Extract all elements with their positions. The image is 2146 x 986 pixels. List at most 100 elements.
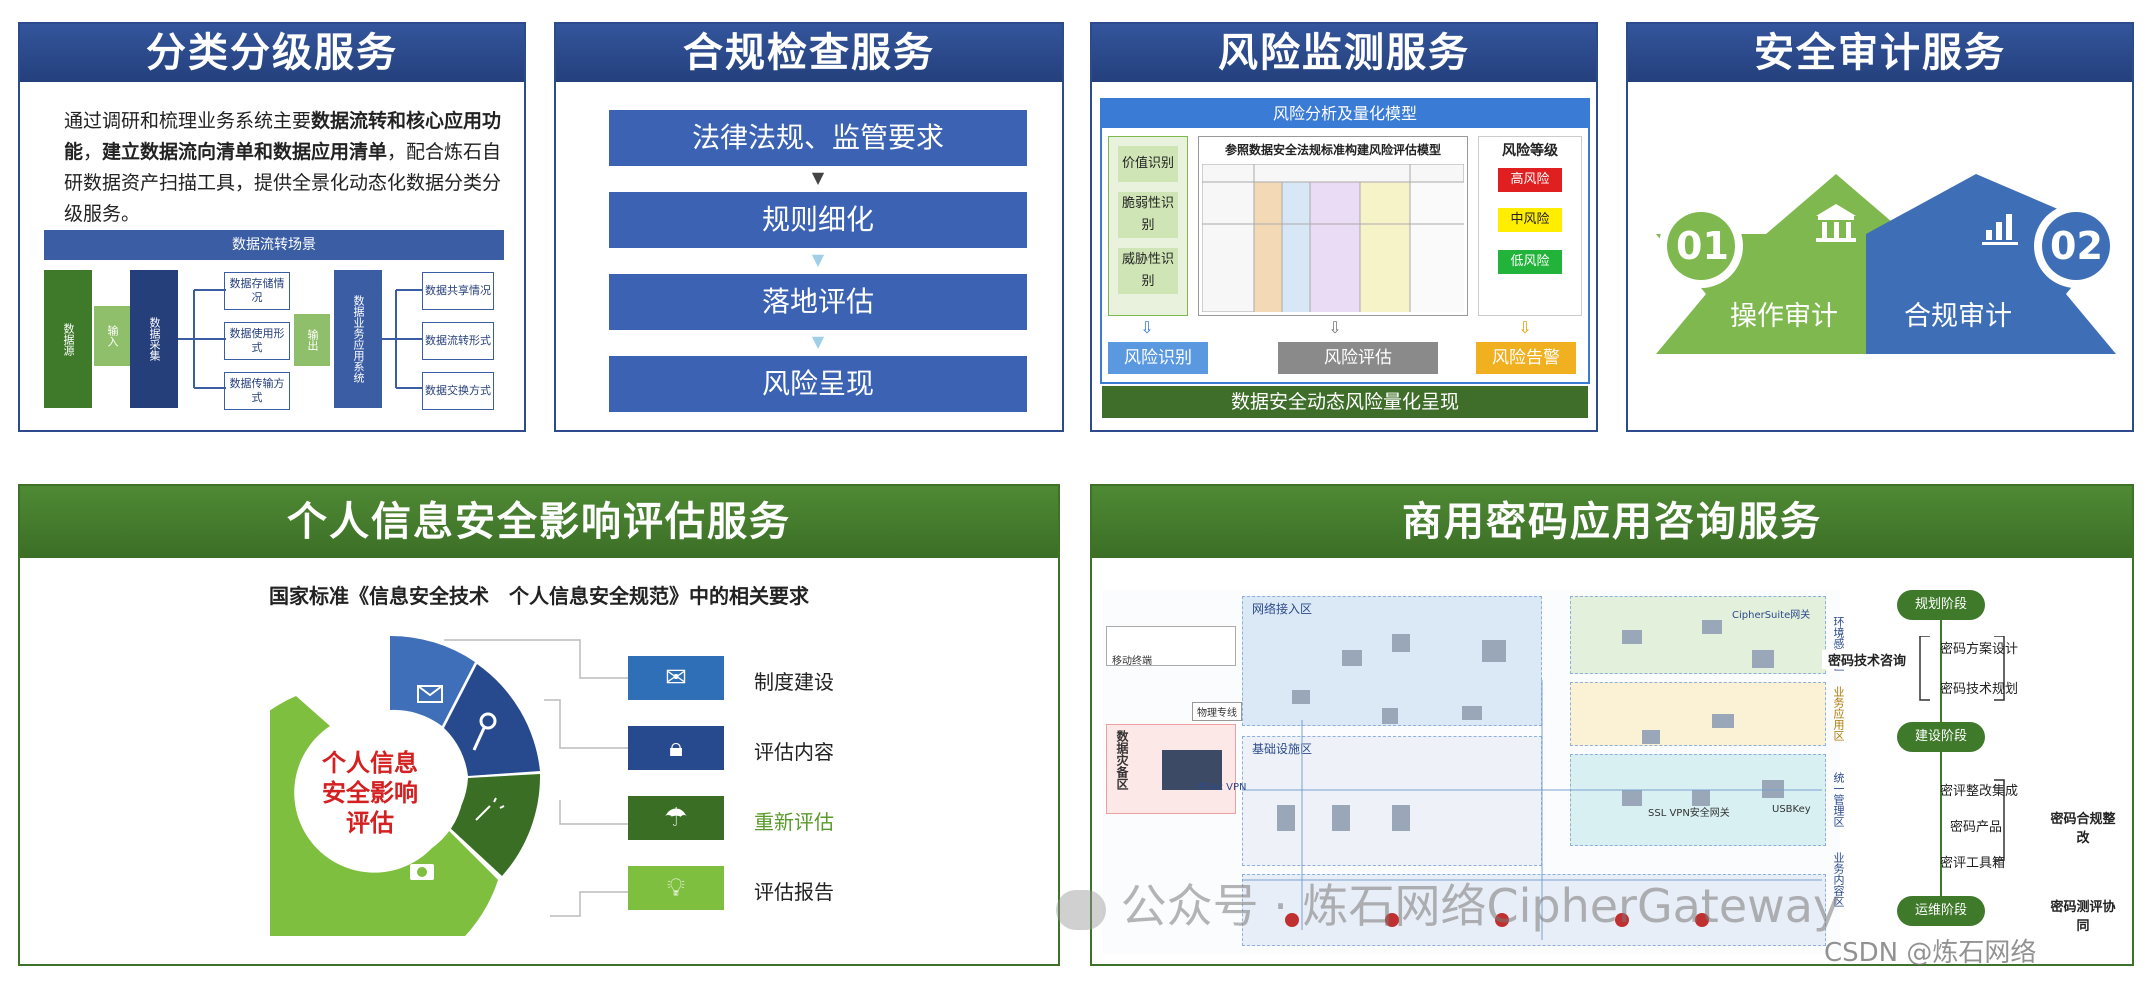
collect-box: 数据采集 bbox=[130, 270, 178, 408]
risk-alert: 风险告警 bbox=[1476, 342, 1576, 374]
input-arrow: 输入 bbox=[94, 306, 130, 366]
panel-title: 合规检查服务 bbox=[556, 24, 1062, 82]
risk-model-title: 风险分析及量化模型 bbox=[1102, 100, 1588, 128]
wechat-icon bbox=[1056, 889, 1106, 930]
zone-content bbox=[1242, 874, 1826, 946]
down-arrow-icon: ▼ bbox=[811, 250, 825, 269]
left-item-1: 数据存储情况 bbox=[224, 272, 290, 310]
zone-infra-label: 基础设施区 bbox=[1252, 742, 1313, 756]
levels-box bbox=[1478, 136, 1582, 316]
envelope-icon: ✉ bbox=[628, 656, 724, 700]
value-identify: 价值识别 bbox=[1118, 146, 1178, 182]
data-source-box: 数据源 bbox=[44, 270, 92, 408]
pia-item-3: 重新评估 bbox=[754, 810, 834, 834]
panel-title: 风险监测服务 bbox=[1092, 24, 1596, 82]
operation-audit: 操作审计 bbox=[1730, 301, 1838, 332]
risk-assess: 风险评估 bbox=[1278, 342, 1438, 374]
down-arrow-icon: ⇩ bbox=[1328, 318, 1342, 337]
risk-identify: 风险识别 bbox=[1108, 342, 1208, 374]
right-item-2: 数据流转形式 bbox=[422, 322, 494, 360]
ciphersuite-label: CipherSuite网关 bbox=[1732, 610, 1811, 621]
compliance-panel: 合规检查服务 法律法规、监管要求 ▼ 规则细化 ▼ 落地评估 ▼ 风险呈现 bbox=[554, 22, 1064, 432]
panel-title: 安全审计服务 bbox=[1628, 24, 2132, 82]
risk-model-frame bbox=[1100, 98, 1590, 384]
zone-content-label: 业务内容区 bbox=[1832, 852, 1845, 907]
compliance-step-3: 落地评估 bbox=[609, 274, 1027, 330]
usbkey-label: USBKey bbox=[1772, 804, 1811, 815]
zone-manage-label: 统一管理区 bbox=[1832, 772, 1845, 827]
zone-business bbox=[1570, 682, 1826, 746]
left-item-2: 数据使用形式 bbox=[224, 322, 290, 360]
output-arrow: 输出 bbox=[294, 314, 330, 366]
wechat-watermark-text: 公众号 · 炼石网络CipherGateway bbox=[1120, 879, 1841, 933]
level-medium: 中风险 bbox=[1498, 208, 1562, 232]
pia-connector-lines bbox=[444, 639, 630, 917]
stage-planning: 规划阶段 bbox=[1897, 590, 1985, 620]
stage2-side: 密码合规整改 bbox=[2050, 812, 2116, 846]
panel-title: 商用密码应用咨询服务 bbox=[1092, 486, 2132, 558]
pia-panel: 个人信息安全影响评估服务 国家标准《信息安全技术 个人信息安全规范》中的相关要求… bbox=[18, 484, 1060, 966]
zone-env bbox=[1570, 596, 1826, 674]
compliance-step-2: 规则细化 bbox=[609, 192, 1027, 248]
compliance-step-4: 风险呈现 bbox=[609, 356, 1027, 412]
vulnerability-identify: 脆弱性识别 bbox=[1118, 192, 1178, 238]
audit-diagram bbox=[1656, 174, 2116, 354]
mobile-terminal-label: 移动终端 bbox=[1112, 656, 1152, 667]
panel-title: 个人信息安全影响评估服务 bbox=[20, 486, 1058, 558]
levels-title: 风险等级 bbox=[1502, 143, 1558, 159]
intro-text: ， bbox=[83, 141, 103, 163]
stage-building: 建设阶段 bbox=[1897, 722, 1985, 752]
panel-title: 分类分级服务 bbox=[20, 24, 524, 82]
pia-ring-chart bbox=[270, 635, 541, 936]
stage-brackets bbox=[1994, 636, 2005, 861]
flow-title: 数据流转场景 bbox=[44, 230, 504, 260]
data-backup-label: 数据灾备区 bbox=[1115, 730, 1129, 790]
wechat-watermark: 公众号 · 炼石网络CipherGateway bbox=[1056, 870, 1840, 936]
pia-item-4: 评估报告 bbox=[754, 880, 834, 904]
risk-footer: 数据安全动态风险量化呈现 bbox=[1102, 386, 1588, 418]
network-devices bbox=[1162, 620, 1822, 940]
zone-access-label: 网络接入区 bbox=[1252, 602, 1313, 616]
pia-center-label: 个人信息安全影响评估 bbox=[322, 749, 418, 837]
down-arrow-icon: ⇩ bbox=[1140, 318, 1154, 337]
intro-text: ，配合炼石自研数据资产扫描工具，提供全景化动态化数据分类分级服务。 bbox=[64, 141, 502, 225]
level-high: 高风险 bbox=[1498, 168, 1562, 192]
zone-business-label: 业务应用区 bbox=[1832, 686, 1845, 741]
model-table-grid bbox=[1202, 164, 1464, 312]
audit-number-1: 01 bbox=[1676, 224, 1729, 268]
right-item-1: 数据共享情况 bbox=[422, 272, 494, 310]
pia-subtitle: 国家标准《信息安全技术 个人信息安全规范》中的相关要求 bbox=[269, 584, 809, 608]
connector-lines bbox=[178, 289, 226, 389]
intro-bold: 建立数据流向清单和数据应用清单 bbox=[102, 141, 388, 163]
right-item-3: 数据交换方式 bbox=[422, 372, 494, 410]
intro-text: 通过调研和梳理业务系统主要 bbox=[64, 110, 312, 132]
stage1-item-1: 密码方案设计 bbox=[1940, 642, 2019, 657]
mobile-terminal-box bbox=[1106, 626, 1236, 666]
left-item-3: 数据传输方式 bbox=[224, 372, 290, 410]
csdn-watermark: CSDN @炼石网络 bbox=[1824, 938, 2037, 968]
leased-line-label: 物理专线 bbox=[1192, 702, 1242, 721]
audit-panel: 安全审计服务 01 02 操作审计 合规审计 bbox=[1626, 22, 2134, 432]
stage2-item-2: 密码产品 bbox=[1950, 820, 2003, 835]
stage-brackets-left bbox=[1919, 636, 1930, 701]
compliance-audit: 合规审计 bbox=[1904, 301, 2012, 332]
stage1-side: 密码技术咨询 bbox=[1822, 650, 1912, 669]
intro-bold: 数据流转和核心应用功能 bbox=[64, 110, 502, 163]
stage2-item-1: 密评整改集成 bbox=[1940, 784, 2019, 799]
ssl-label: SSL VPN安全网关 bbox=[1648, 808, 1730, 819]
model-table-title: 参照数据安全法规标准构建风险评估模型 bbox=[1224, 143, 1441, 157]
down-arrow-icon: ▼ bbox=[811, 168, 825, 187]
stage2-item-3: 密评工具箱 bbox=[1940, 856, 2006, 871]
down-arrow-icon: ▼ bbox=[811, 332, 825, 351]
stage-operations: 运维阶段 bbox=[1897, 896, 1985, 926]
umbrella-icon: ☂ bbox=[628, 796, 724, 840]
classify-panel: 分类分级服务 通过调研和梳理业务系统主要数据流转和核心应用功能，建立数据流向清单… bbox=[18, 22, 526, 432]
level-low: 低风险 bbox=[1498, 250, 1562, 274]
down-arrow-icon: ⇩ bbox=[1518, 318, 1532, 337]
zone-access bbox=[1242, 596, 1542, 726]
business-box: 数据业务应用系统 bbox=[334, 270, 382, 408]
crypto-panel: 商用密码应用咨询服务 网络接入区 基础设施区 环境感知区 业务应用区 统一管理区… bbox=[1090, 484, 2134, 966]
audit-number-2: 02 bbox=[2050, 224, 2103, 268]
connector-lines-right bbox=[382, 289, 422, 389]
ipsec-label: IPSec VPN bbox=[1196, 782, 1247, 793]
